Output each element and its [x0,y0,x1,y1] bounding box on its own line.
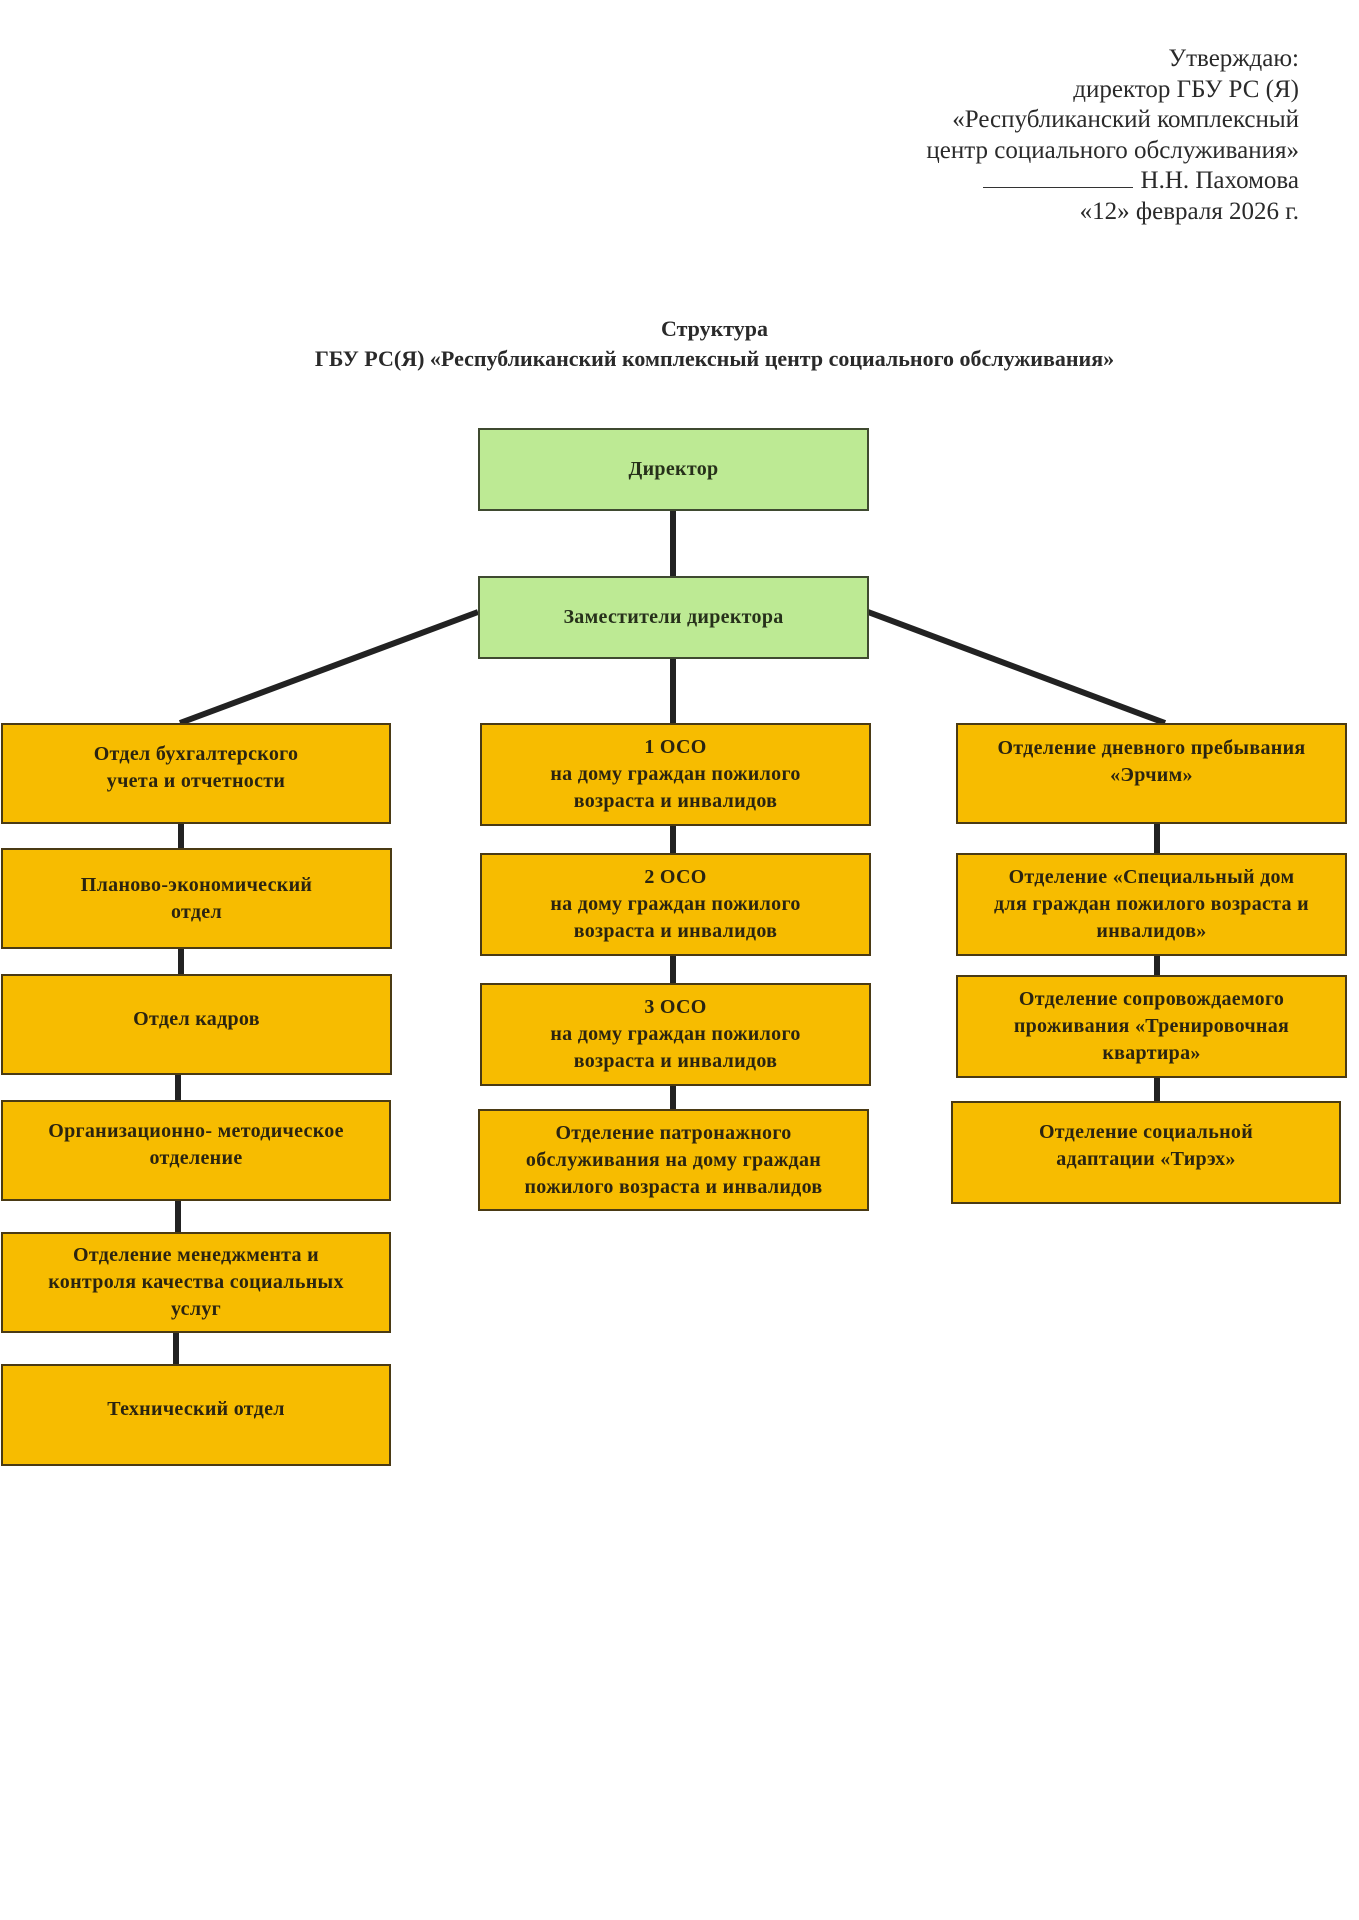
page-subtitle: ГБУ РС(Я) «Республиканский комплексный ц… [314,346,1115,371]
approval-position: директор ГБУ РС (Я) [1073,75,1299,103]
approval-org-line-1: «Республиканский комплексный [952,106,1299,133]
connector-deputies-left [178,609,480,726]
dept-day-care-erchim: Отделение дневного пребывания «Эрчим» [956,723,1347,824]
approval-date: «12» февраля 2026 г. [1079,197,1299,225]
dept-label: 3 ОСО на дому граждан пожилого возраста … [550,996,801,1072]
dept-oso-2: 2 ОСО на дому граждан пожилого возраста … [480,853,871,956]
approval-block: Утверждаю: директор ГБУ РС (Я) «Республи… [926,44,1299,227]
dept-patronage: Отделение патронажного обслуживания на д… [478,1109,869,1211]
signature-line [982,167,1133,188]
dept-social-adaptation-tireh: Отделение социальной адаптации «Тирэх» [951,1101,1341,1204]
dept-label: Технический отдел [107,1397,285,1420]
dept-accounting: Отдел бухгалтерского учета и отчетности [1,723,391,824]
dept-management-quality: Отделение менеджмента и контроля качеств… [1,1232,391,1333]
dept-label: 2 ОСО на дому граждан пожилого возраста … [550,866,801,942]
deputies-label: Заместители директора [563,606,784,628]
approval-signature: Н.Н. Пахомова [926,166,1299,197]
dept-oso-3: 3 ОСО на дому граждан пожилого возраста … [480,983,871,1086]
dept-planning-economics: Планово-экономический отдел [1,848,392,949]
approval-org-line-2: центр социального обслуживания» [926,136,1299,164]
dept-label: Отдел бухгалтерского учета и отчетности [93,742,299,792]
deputies-box: Заместители директора [478,576,869,659]
dept-label: Отдел кадров [133,1008,260,1030]
dept-label: Отделение патронажного обслуживания на д… [524,1121,823,1198]
dept-label: 1 ОСО на дому граждан пожилого возраста … [550,736,801,812]
page-title: Структура [660,316,769,341]
dept-training-apartment: Отделение сопровождаемого проживания «Тр… [956,975,1347,1078]
dept-technical: Технический отдел [1,1364,391,1466]
director-label: Директор [628,458,719,480]
dept-label: Отделение социальной адаптации «Тирэх» [1038,1120,1254,1170]
approval-heading: Утверждаю: [1168,45,1299,72]
dept-hr: Отдел кадров [1,974,392,1075]
dept-label: Отделение дневного пребывания «Эрчим» [997,736,1306,786]
signatory-name: Н.Н. Пахомова [1140,167,1299,194]
dept-label: Планово-экономический отдел [80,873,313,923]
dept-oso-1: 1 ОСО на дому граждан пожилого возраста … [480,723,871,826]
dept-label: Отделение сопровождаемого проживания «Тр… [1013,988,1290,1064]
dept-label: Отделение менеджмента и контроля качеств… [48,1244,344,1320]
director-box: Директор [478,428,869,511]
dept-organizational-methodical: Организационно- методическое отделение [1,1100,391,1201]
dept-special-house: Отделение «Специальный дом для граждан п… [956,853,1347,956]
connector-deputies-right [866,609,1167,726]
dept-label: Организационно- методическое отделение [48,1119,344,1169]
dept-label: Отделение «Специальный дом для граждан п… [994,866,1309,942]
